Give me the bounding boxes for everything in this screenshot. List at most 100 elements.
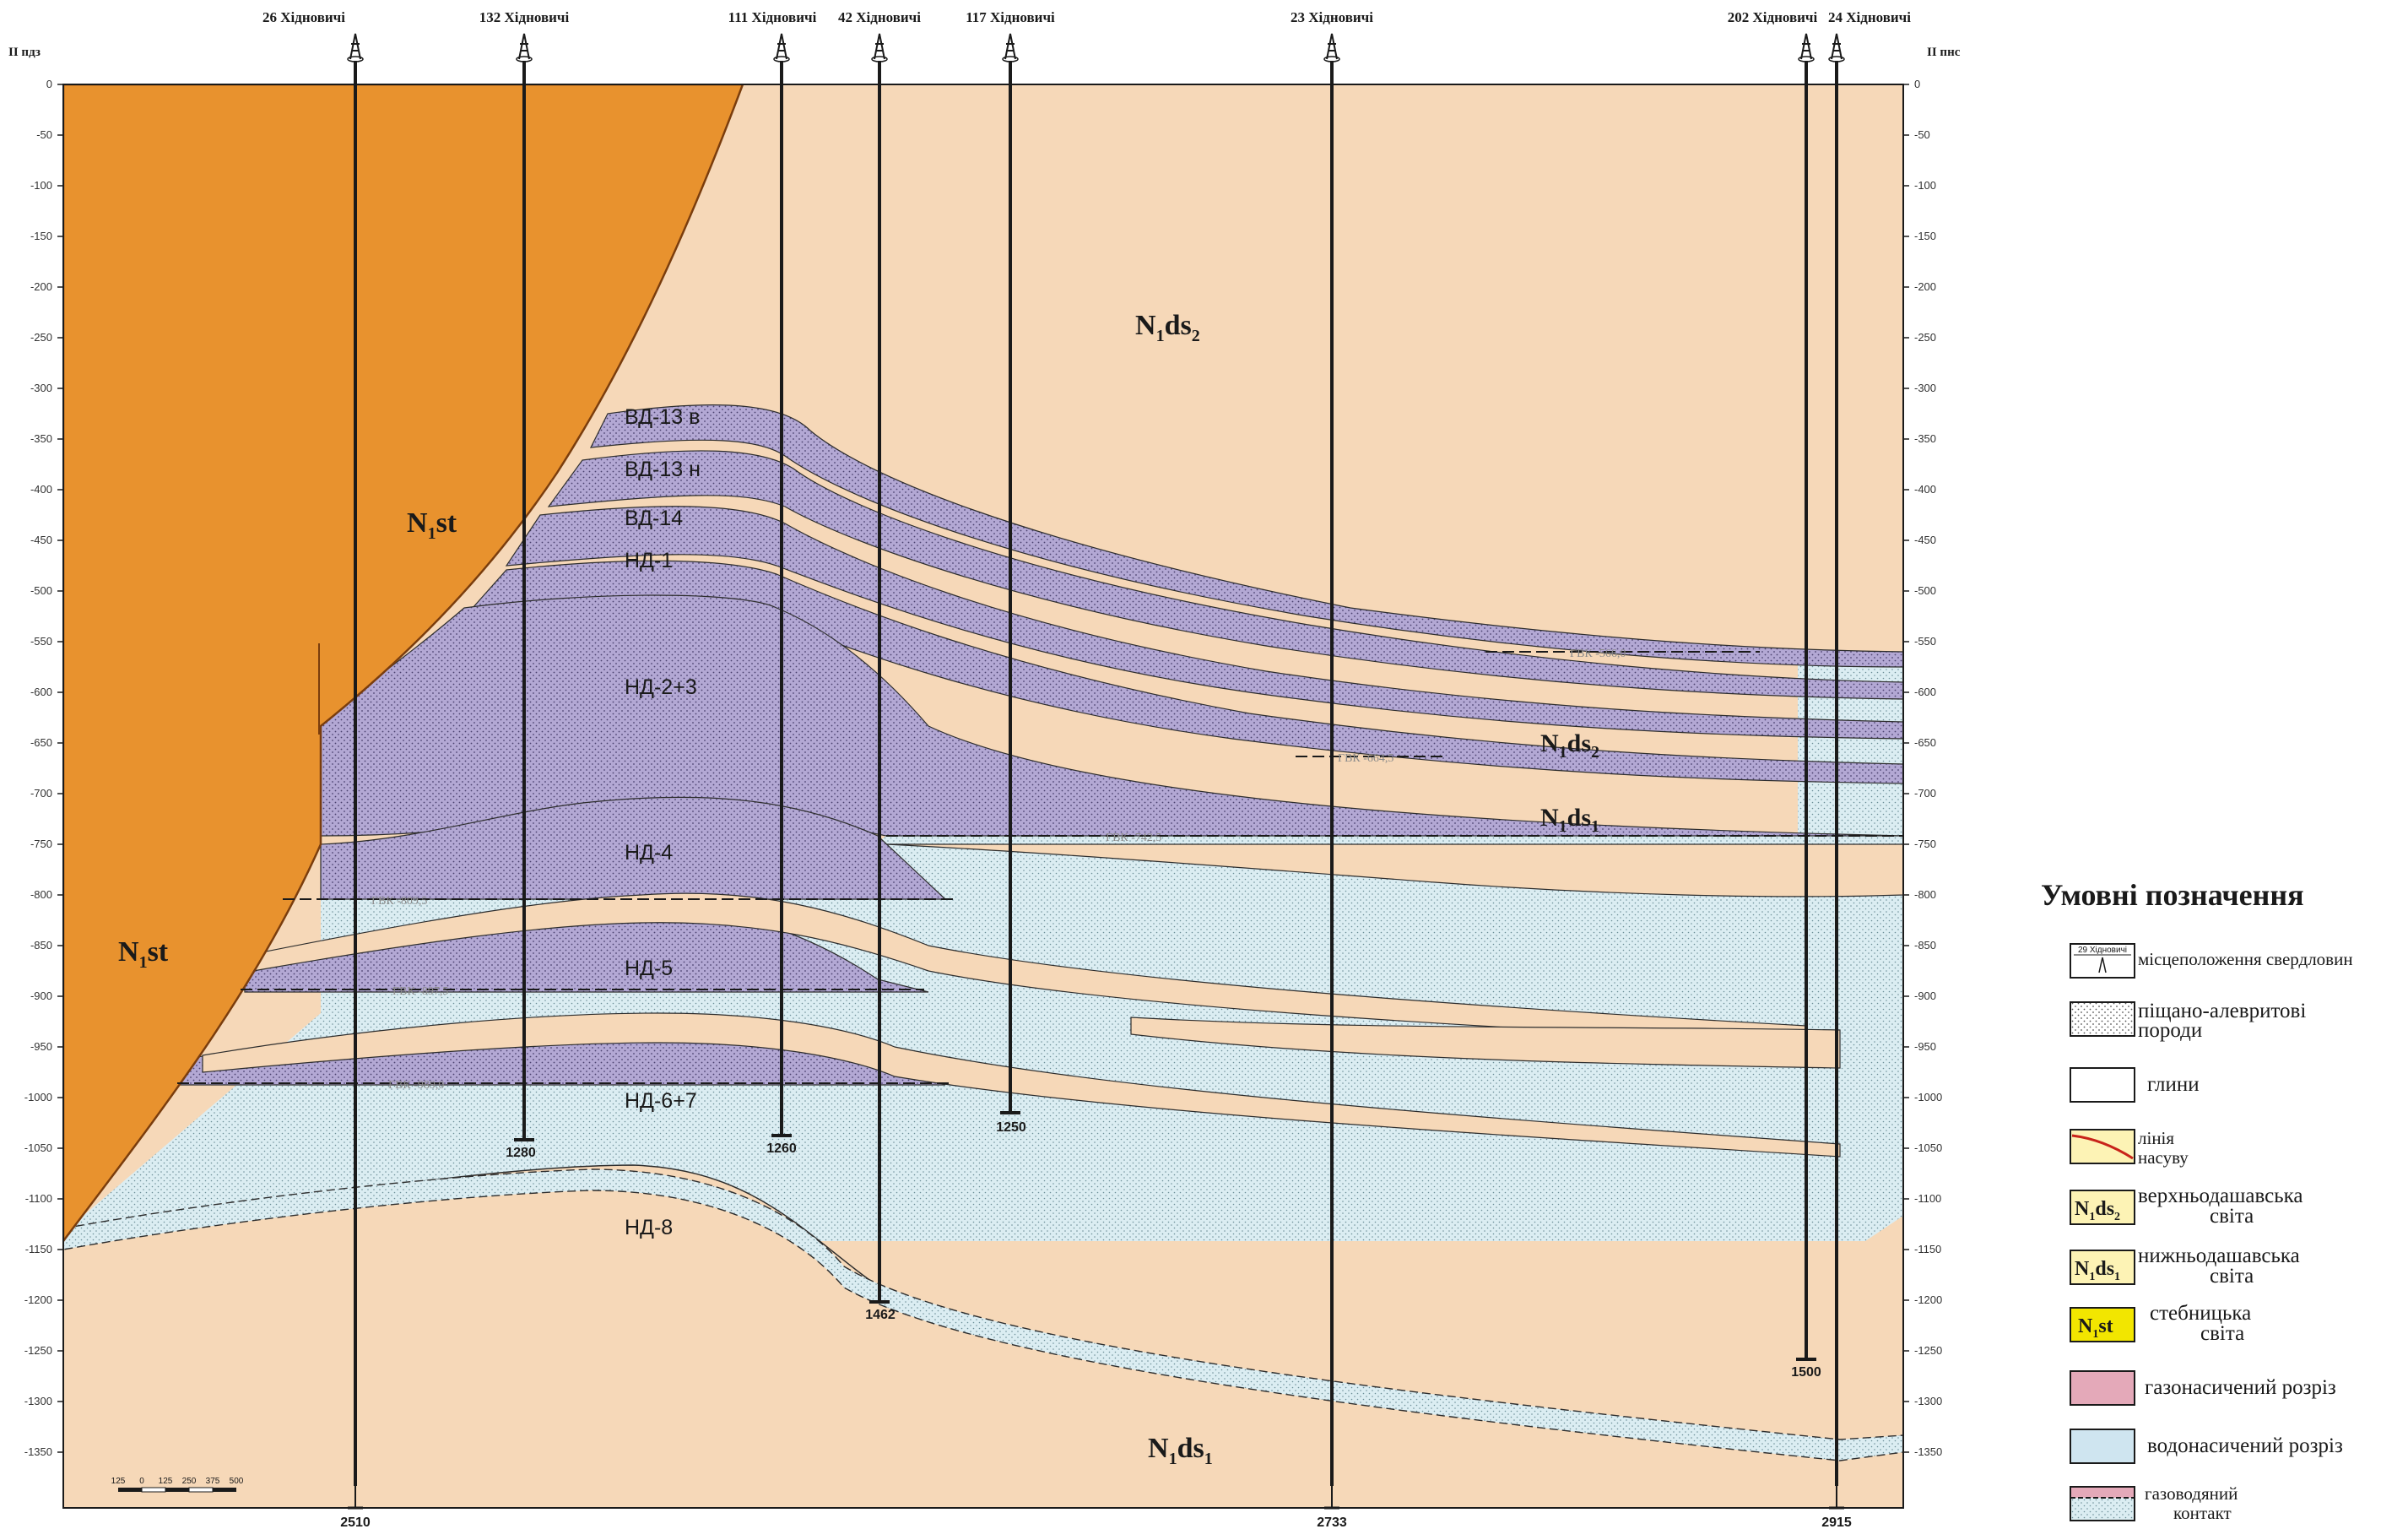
well-23[interactable]: 23 Хідновичі 2733 (1291, 9, 1373, 1529)
well-42[interactable]: 42 Хідновичі 1462 (838, 9, 921, 1322)
depth-tick-label: -950 (30, 1040, 52, 1053)
depth-tick-label: -650 (1914, 736, 1936, 749)
depth-tick-label: -50 (1914, 128, 1930, 141)
depth-tick-label: -1250 (24, 1344, 52, 1357)
legend-item-stebnyk: N1st стебницька світа (2070, 1302, 2251, 1345)
depth-tick-label: -750 (30, 838, 52, 850)
depth-tick-label: -600 (30, 686, 52, 698)
layer-label: НД-5 (625, 957, 673, 980)
formation-label-nst: N1st (118, 936, 169, 972)
depth-tick-label: 0 (1914, 78, 1920, 90)
derrick-icon (516, 33, 533, 62)
scale-label: 0 (139, 1477, 144, 1486)
well-132[interactable]: 132 Хідновичі 1280 (479, 9, 570, 1160)
gwc-label: ГВК -742,5 (1106, 832, 1161, 844)
depth-tick-label: -1150 (1914, 1243, 1941, 1255)
layer-label: НД-1 (625, 549, 673, 572)
legend: Умовні позначення 29 Хідновичі місцеполо… (2041, 878, 2353, 1523)
depth-tick-label: -300 (1914, 382, 1936, 394)
depth-tick-label: -1300 (1914, 1395, 1942, 1407)
gas-zone-vd13n (547, 450, 1903, 700)
well-depth: 1250 (996, 1120, 1026, 1135)
depth-tick-label: -150 (30, 230, 52, 242)
depth-tick-label: -1050 (24, 1141, 52, 1154)
clay-interlayer-1 (885, 843, 1903, 897)
depth-tick-label: -250 (30, 331, 52, 344)
legend-text: газоводяний (2145, 1483, 2238, 1504)
stebnyk-thrust (63, 84, 744, 1244)
gas-water-contacts (177, 651, 1903, 1084)
depth-tick-label: 0 (46, 78, 52, 90)
well-depth: 1462 (865, 1308, 896, 1322)
depth-tick-label: -300 (30, 382, 52, 394)
legend-item-thrust: лінія насуву (2070, 1128, 2189, 1168)
scale-label: 500 (230, 1477, 244, 1486)
depth-tick-label: -200 (1914, 280, 1936, 293)
well-24[interactable]: 24 Хідновичі 2915 (1821, 9, 1911, 1529)
depth-tick-label: -500 (30, 584, 52, 597)
formation-label-nst: N1st (407, 507, 457, 543)
depth-tick-label: -850 (30, 939, 52, 952)
depth-tick-label: -1300 (24, 1395, 52, 1407)
derrick-icon (2098, 957, 2107, 973)
depth-tick-label: -150 (1914, 230, 1936, 242)
legend-text: водонасичений розріз (2147, 1434, 2343, 1457)
legend-text: піщано-алевритові (2138, 1000, 2306, 1022)
well-depth: 1500 (1791, 1365, 1821, 1380)
depth-tick-label: -650 (30, 736, 52, 749)
depth-tick-label: -50 (36, 128, 52, 141)
well-name: 23 Хідновичі (1291, 9, 1373, 25)
depth-tick-label: -1350 (24, 1445, 52, 1458)
layer-label: ВД-13 в (625, 405, 700, 429)
legend-text: насуву (2138, 1147, 2189, 1168)
well-depth: 2510 (340, 1515, 371, 1529)
corner-label-right: II пнс (1927, 46, 1961, 59)
legend-text: породи (2138, 1019, 2202, 1042)
depth-tick-label: -1200 (1914, 1293, 1942, 1306)
well-26[interactable]: 26 Хідновичі 2510 (262, 9, 371, 1529)
well-202[interactable]: 202 Хідновичі 1500 (1728, 9, 1821, 1380)
derrick-icon (1828, 33, 1845, 62)
legend-text: контакт (2173, 1503, 2232, 1523)
depth-tick-label: -1100 (1914, 1192, 1941, 1205)
well-depth: 2915 (1821, 1515, 1852, 1529)
depth-tick-label: -100 (30, 179, 52, 192)
well-name: 26 Хідновичі (262, 9, 345, 25)
depth-axis-right: 0-50-100-150-200-250-300-350-400-450-500… (1903, 78, 1942, 1458)
legend-item-gas: газонасичений розріз (2070, 1370, 2336, 1406)
depth-tick-label: -400 (1914, 483, 1936, 496)
depth-tick-label: -350 (30, 432, 52, 445)
layer-label: ВД-13 н (625, 458, 701, 481)
depth-tick-label: -1000 (1914, 1091, 1942, 1103)
depth-tick-label: -450 (1914, 534, 1936, 546)
legend-text: глини (2147, 1073, 2200, 1096)
depth-tick-label: -1000 (24, 1091, 52, 1103)
depth-tick-label: -900 (30, 990, 52, 1002)
well-depth: 1280 (506, 1146, 536, 1160)
derrick-icon (1323, 33, 1340, 62)
legend-text: лінія (2138, 1128, 2174, 1148)
derrick-icon (347, 33, 364, 62)
well-depth: 1260 (766, 1141, 797, 1156)
well-117[interactable]: 117 Хідновичі 1250 (966, 9, 1055, 1135)
depth-tick-label: -750 (1914, 838, 1936, 850)
legend-text: світа (2210, 1265, 2254, 1288)
legend-text: світа (2210, 1205, 2254, 1228)
depth-tick-label: -250 (1914, 331, 1936, 344)
well-name: 24 Хідновичі (1828, 9, 1911, 25)
scale-label: 125 (111, 1477, 126, 1486)
layer-label: НД-6+7 (625, 1089, 697, 1113)
well-111[interactable]: 111 Хідновичі 1260 (728, 9, 817, 1156)
derrick-icon (1798, 33, 1815, 62)
formation-label-nds2: N1ds2 (1135, 310, 1200, 345)
depth-tick-label: -900 (1914, 990, 1936, 1002)
legend-text: верхньодашавська (2138, 1185, 2303, 1207)
formation-label-nds2: N1ds2 (1540, 729, 1599, 762)
legend-text: нижньодашавська (2138, 1244, 2300, 1267)
depth-axis-left: 0-50-100-150-200-250-300-350-400-450-500… (24, 78, 63, 1458)
depth-tick-label: -800 (30, 888, 52, 901)
legend-swatch-text: N1ds1 (2075, 1258, 2120, 1283)
corner-label-left: II пдз (8, 46, 41, 59)
legend-item-sand: піщано-алевритові породи (2070, 1000, 2306, 1042)
depth-tick-label: -200 (30, 280, 52, 293)
